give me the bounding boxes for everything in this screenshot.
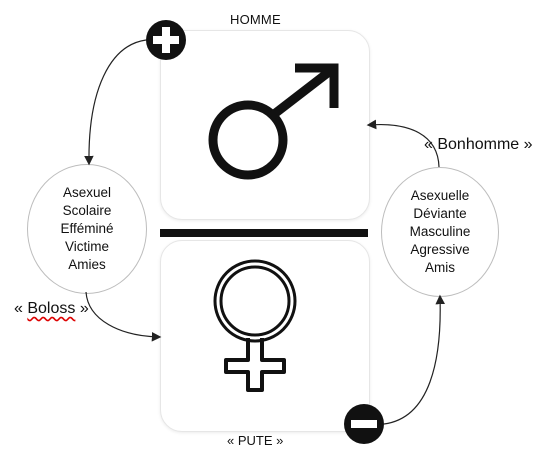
male-card — [160, 30, 370, 220]
top-label: HOMME — [230, 12, 281, 27]
arrow-plus-to-left-circle — [84, 39, 147, 166]
right-circle-item: Masculine — [409, 224, 471, 239]
bonhomme-label: « Bonhomme » — [424, 136, 533, 153]
arrow-minus-to-right-circle — [383, 294, 446, 425]
plus-circle-icon — [146, 20, 186, 60]
female-symbol-icon — [213, 259, 297, 392]
right-circle-item: Amis — [425, 260, 455, 275]
boloss-quote-close: » — [75, 300, 89, 317]
left-circle: Asexuel Scolaire Efféminé Victime Amies — [27, 164, 147, 294]
bottom-label: « PUTE » — [227, 433, 284, 448]
left-circle-item: Efféminé — [60, 221, 114, 236]
boloss-word: Boloss — [27, 300, 76, 317]
arrow-right-circle-to-male — [366, 119, 440, 168]
divider-bar — [160, 229, 368, 237]
right-circle: Asexuelle Déviante Masculine Agressive A… — [381, 167, 499, 297]
left-circle-item: Amies — [68, 257, 106, 272]
left-circle-item: Scolaire — [62, 203, 112, 218]
boloss-label: « Boloss » — [14, 300, 89, 318]
minus-circle-icon — [344, 404, 384, 444]
left-circle-item: Victime — [64, 239, 109, 254]
boloss-quote-open: « — [14, 300, 28, 317]
left-circle-item: Asexuel — [62, 185, 112, 200]
right-circle-item: Agressive — [410, 242, 470, 257]
male-symbol-icon — [208, 63, 339, 180]
right-circle-item: Déviante — [413, 206, 467, 221]
right-circle-item: Asexuelle — [410, 188, 470, 203]
arrow-left-circle-to-female — [85, 291, 162, 342]
